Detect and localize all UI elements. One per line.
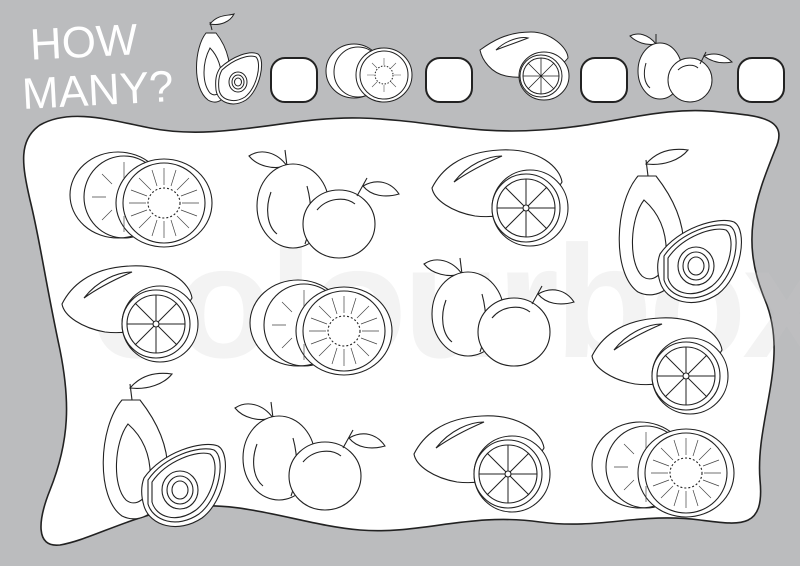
grid-plum-r1c2 (248, 149, 400, 259)
grid-lemon-r3c3 (413, 415, 551, 513)
grid-plum-r2c3 (423, 257, 575, 367)
grid-lemon-r1c3 (431, 149, 569, 247)
plum-icon (629, 33, 734, 103)
grid-kiwi-r2c2 (249, 279, 393, 376)
avocado-icon (196, 13, 262, 105)
lemon-icon (479, 31, 570, 101)
kiwi-answer-box[interactable] (425, 57, 473, 103)
grid-plum-r3c2 (234, 401, 386, 511)
grid-lemon-r2c4 (591, 317, 729, 415)
kiwi-icon (325, 43, 413, 103)
plum-answer-box[interactable] (737, 57, 785, 103)
grid-kiwi-r3c4 (591, 421, 735, 518)
grid-avocado-r1c4 (618, 148, 742, 304)
grid-lemon-r2c1 (61, 265, 199, 363)
title-many: MANY? (20, 62, 175, 119)
avocado-answer-box[interactable] (270, 57, 318, 103)
grid-kiwi-r1c1 (69, 151, 213, 248)
lemon-answer-box[interactable] (580, 57, 628, 103)
grid-avocado-r3c1 (102, 372, 226, 528)
title-how: HOW (28, 15, 139, 70)
